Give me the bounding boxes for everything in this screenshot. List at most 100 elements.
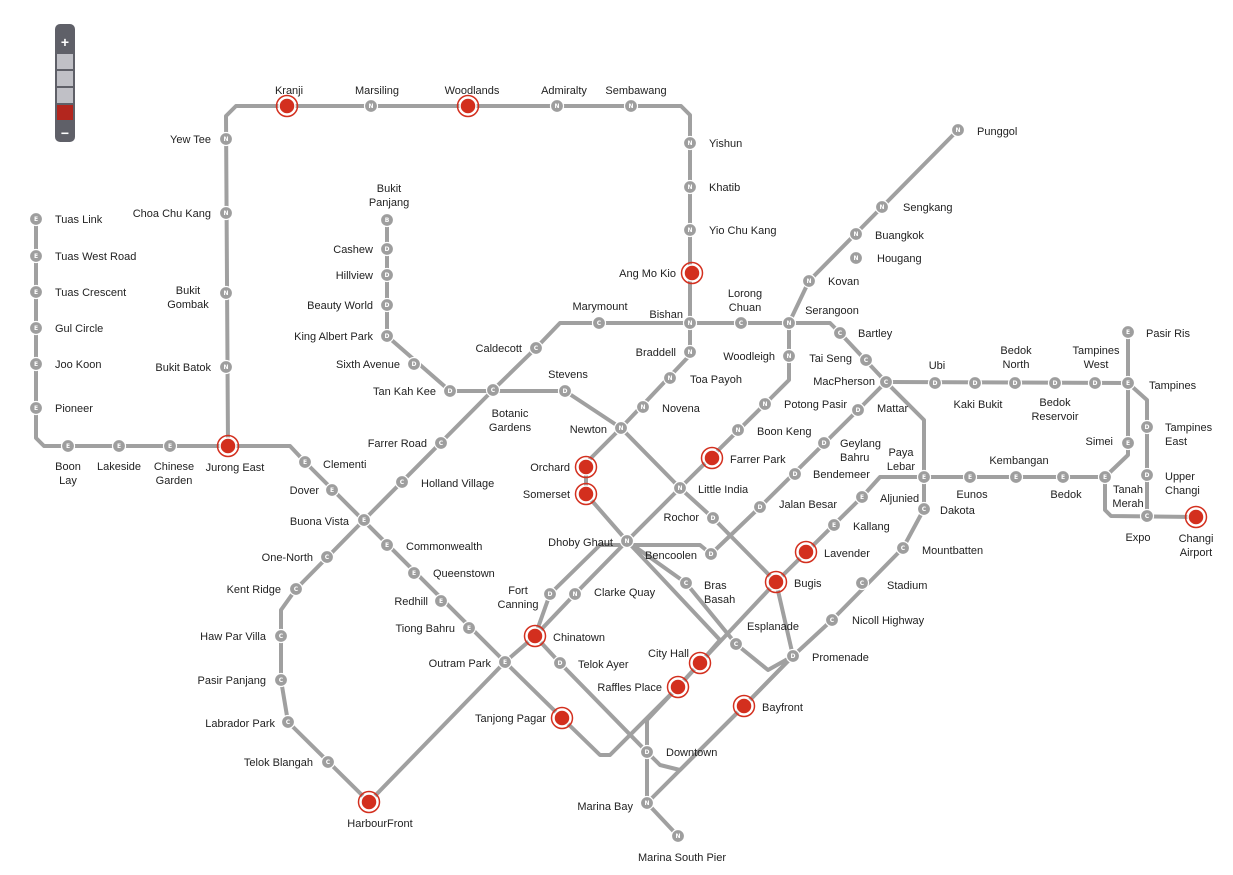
station-label[interactable]: Bukit Batok (155, 362, 211, 374)
station-label[interactable]: Mountbatten (922, 545, 983, 557)
station-marker-icon[interactable]: C (733, 315, 749, 331)
station-label[interactable]: Tuas Link (55, 214, 103, 226)
station-marker-icon[interactable]: N (950, 122, 966, 138)
station-marker-icon[interactable]: N (682, 179, 698, 195)
station-bencoolen[interactable]: D Bencoolen (645, 546, 719, 563)
zoom-level-3[interactable] (57, 88, 73, 103)
station-marker-icon[interactable]: E (826, 517, 842, 533)
station-label[interactable]: Novena (662, 403, 701, 415)
station-marker-icon[interactable]: C (394, 474, 410, 490)
highlighted-station-marker-icon[interactable] (680, 261, 704, 285)
station-label[interactable]: Simei (1085, 436, 1113, 448)
station-bayfront[interactable]: Bayfront (732, 694, 803, 718)
station-label[interactable]: Bencoolen (645, 550, 697, 562)
station-marker-icon[interactable]: D (703, 546, 719, 562)
station-marker-icon[interactable]: D (442, 383, 458, 399)
station-ang-mo-kio[interactable]: Ang Mo Kio (619, 261, 704, 285)
station-marker-icon[interactable]: B (379, 212, 395, 228)
station-marker-icon[interactable]: C (824, 612, 840, 628)
zoom-level-2[interactable] (57, 71, 73, 86)
station-label[interactable]: Little India (698, 484, 749, 496)
station-marker-icon[interactable]: C (854, 575, 870, 591)
station-king-albert-park[interactable]: D King Albert Park (294, 328, 395, 344)
station-label[interactable]: Tuas Crescent (55, 287, 126, 299)
station-label[interactable]: Esplanade (747, 621, 799, 633)
station-marker-icon[interactable]: D (1139, 419, 1155, 435)
station-marker-icon[interactable]: D (850, 402, 866, 418)
station-label[interactable]: Dakota (940, 505, 976, 517)
station-marker-icon[interactable]: C (319, 549, 335, 565)
station-label[interactable]: Pasir Ris (1146, 328, 1191, 340)
station-marker-icon[interactable]: N (363, 98, 379, 114)
station-marker-icon[interactable]: C (878, 374, 894, 390)
station-marker-icon[interactable]: N (730, 422, 746, 438)
station-label[interactable]: Potong Pasir (784, 399, 847, 411)
station-marker-icon[interactable]: N (848, 226, 864, 242)
station-label[interactable]: Joo Koon (55, 359, 101, 371)
station-marker-icon[interactable]: C (895, 540, 911, 556)
station-raffles-place[interactable]: Raffles Place (597, 675, 690, 699)
station-marker-icon[interactable]: N (781, 348, 797, 364)
station-marker-icon[interactable]: D (816, 435, 832, 451)
highlighted-station-marker-icon[interactable] (764, 570, 788, 594)
station-marker-icon[interactable]: D (379, 328, 395, 344)
station-label[interactable]: Outram Park (429, 658, 492, 670)
station-label[interactable]: Mattar (877, 403, 909, 415)
station-marker-icon[interactable]: C (433, 435, 449, 451)
highlighted-station-marker-icon[interactable] (216, 434, 240, 458)
station-marker-icon[interactable]: D (705, 510, 721, 526)
station-label[interactable]: Kent Ridge (227, 584, 281, 596)
station-woodlands[interactable]: Woodlands (445, 85, 500, 118)
station-marker-icon[interactable]: E (28, 284, 44, 300)
station-label[interactable]: One-North (262, 552, 313, 564)
station-label[interactable]: Beauty World (307, 300, 373, 312)
station-label[interactable]: Gul Circle (55, 323, 103, 335)
station-marker-icon[interactable]: C (678, 575, 694, 591)
station-label[interactable]: Bishan (649, 309, 683, 321)
station-marker-icon[interactable]: E (28, 320, 44, 336)
station-label[interactable]: Jalan Besar (779, 499, 837, 511)
station-bugis[interactable]: Bugis (764, 570, 823, 594)
station-label[interactable]: Buona Vista (290, 516, 350, 528)
station-marker-icon[interactable]: D (785, 648, 801, 664)
station-marker-icon[interactable]: C (485, 382, 501, 398)
station-harbourfront[interactable]: HarbourFront (347, 790, 413, 831)
highlighted-station-marker-icon[interactable] (550, 706, 574, 730)
station-label[interactable]: Pasir Panjang (198, 675, 267, 687)
station-label[interactable]: King Albert Park (294, 331, 373, 343)
station-marker-icon[interactable]: D (1047, 375, 1063, 391)
station-label[interactable]: Lakeside (97, 461, 141, 473)
station-label[interactable]: MacPherson (813, 376, 875, 388)
station-label[interactable]: Yio Chu Kang (709, 225, 776, 237)
